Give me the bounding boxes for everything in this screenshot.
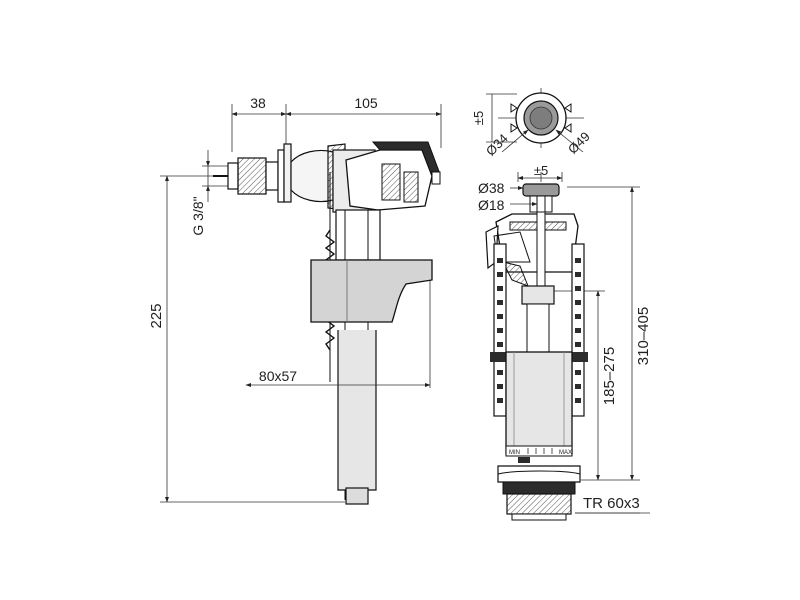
dimension-tr60x3: TR 60x3	[583, 495, 640, 512]
valve-head	[290, 141, 441, 213]
flush-valve-base	[497, 465, 581, 521]
dimension-d34: Ø34	[483, 131, 511, 159]
valve-tube	[324, 172, 381, 505]
dimension-105: 105	[354, 95, 378, 111]
flush-valve-top-view	[486, 88, 584, 153]
dimension-d18: Ø18	[478, 197, 505, 213]
dimension-225: 225	[148, 303, 165, 328]
fill-valve-dimension-labels: 38 105 G 3/8" 225 80x57	[148, 95, 378, 384]
flush-valve-inner	[521, 211, 555, 353]
dimension-310-405: 310–405	[635, 307, 652, 365]
fill-valve: 38 105 G 3/8" 225 80x57	[148, 95, 442, 505]
dimension-thread-g38: G 3/8"	[190, 196, 206, 235]
fill-valve-extension-lines	[160, 104, 442, 503]
flush-button	[522, 183, 560, 213]
fill-valve-dimension-lines	[165, 112, 442, 503]
flush-valve-body: MIN MAX	[505, 351, 573, 463]
dimension-185-275: 185–275	[601, 347, 618, 405]
dimension-d49: Ø49	[565, 129, 593, 157]
dimension-d38: Ø38	[478, 180, 505, 196]
dimension-float-80x57: 80x57	[259, 368, 297, 384]
scale-min-label: MIN	[509, 450, 520, 456]
dimension-38: 38	[250, 95, 266, 111]
inlet-thread	[213, 143, 292, 203]
flush-valve: MIN MAX ±5 Ø34	[471, 111, 652, 521]
flush-valve-rails	[490, 243, 588, 417]
dimension-pm5-mid: ±5	[534, 163, 548, 178]
flush-valve-dimension-lines	[510, 176, 650, 514]
dimension-pm5-top: ±5	[471, 111, 486, 125]
scale-max-label: MAX	[559, 450, 572, 456]
float	[310, 259, 433, 323]
